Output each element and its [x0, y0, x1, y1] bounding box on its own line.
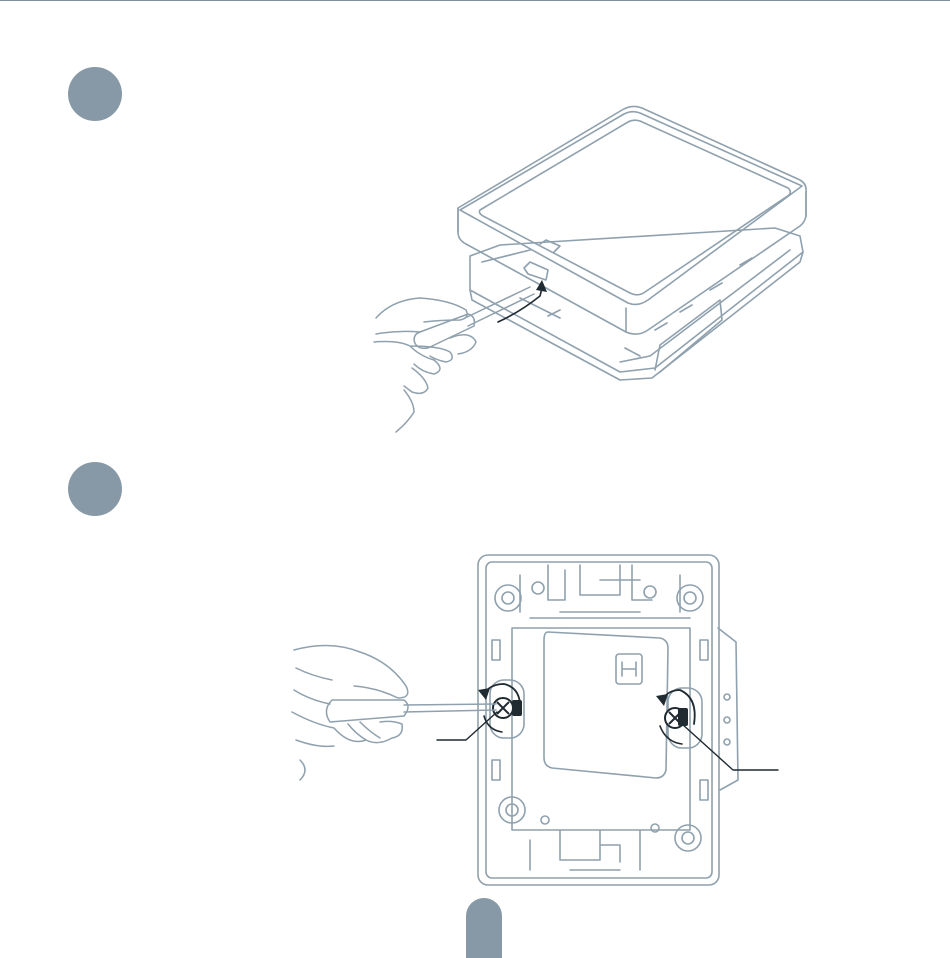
plate-inner-frame	[512, 628, 690, 830]
mounting-plate	[478, 555, 738, 885]
top-structure	[520, 565, 690, 618]
callout-left	[437, 712, 497, 740]
plate-side-screws	[724, 694, 730, 745]
small-top-holes	[532, 582, 659, 832]
bottom-structure	[530, 830, 640, 870]
central-module	[544, 632, 668, 778]
callout-right	[682, 724, 778, 770]
hand-holding-screwdriver-icon	[292, 645, 496, 780]
module-connector-pins	[622, 662, 636, 676]
phillips-screw-icon	[665, 708, 688, 728]
phillips-screw-icon	[493, 698, 522, 718]
corner-hole-tl	[495, 585, 521, 611]
screwdriver-handle	[326, 700, 408, 722]
screwdriver-shaft	[404, 704, 496, 712]
callout-lines	[437, 712, 778, 770]
corner-hole-br	[675, 825, 701, 851]
corner-hole-tr	[677, 585, 703, 611]
hand-outline	[292, 645, 408, 780]
